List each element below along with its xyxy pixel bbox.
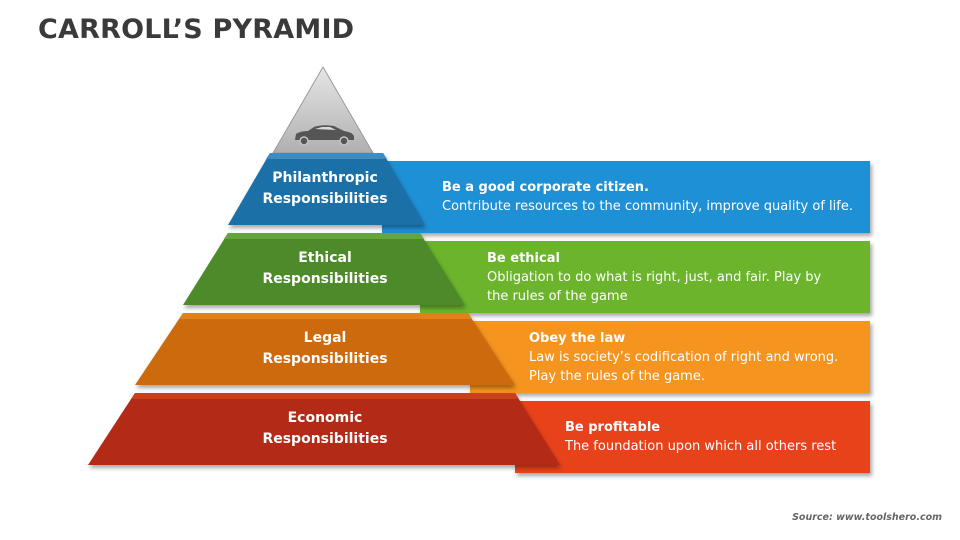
economic-label-line1: Economic (287, 410, 363, 426)
source-credit: Source: www.toolshero.com (792, 512, 942, 523)
legal-label-line1: Legal (303, 330, 347, 346)
legal-tier (135, 313, 515, 385)
economic-label-line2: Responsibilities (262, 431, 388, 447)
legal-description-line2: Play the rules of the game. (529, 368, 705, 384)
ethical-tier (183, 233, 465, 305)
ethical-label-line1: Ethical (298, 250, 352, 266)
legal-label-line2: Responsibilities (262, 351, 388, 367)
economic-label: Economic Responsibilities (205, 408, 445, 450)
philanthropic-tier (228, 153, 425, 225)
legal-band: Obey the law Law is society’s codificati… (470, 321, 870, 393)
economic-description: The foundation upon which all others res… (565, 439, 837, 454)
economic-tier (88, 393, 560, 465)
ethical-description-line2: the rules of the game (487, 288, 628, 304)
ethical-label: Ethical Responsibilities (205, 248, 445, 290)
page-title: CARROLL’S PYRAMID (38, 14, 355, 45)
legal-heading: Obey the law (529, 330, 626, 346)
legal-description-line1: Law is society’s codification of right a… (529, 349, 839, 365)
economic-band: Be profitable The foundation upon which … (515, 401, 870, 473)
ethical-label-line2: Responsibilities (262, 271, 388, 287)
ethical-heading: Be ethical (487, 250, 560, 266)
philanthropic-label: Philanthropic Responsibilities (205, 168, 445, 210)
philanthropic-description: Contribute resources to the community, i… (442, 199, 853, 214)
ethical-description-line1: Obligation to do what is right, just, an… (487, 269, 822, 285)
ethical-band: Be ethical Obligation to do what is righ… (420, 241, 870, 313)
economic-heading: Be profitable (565, 420, 661, 435)
car-icon (295, 125, 354, 146)
philanthropic-heading: Be a good corporate citizen. (442, 180, 649, 195)
pyramid-apex (272, 66, 374, 154)
philanthropic-band: Be a good corporate citizen. Contribute … (382, 161, 870, 233)
philanthropic-label-line1: Philanthropic (272, 170, 378, 186)
legal-label: Legal Responsibilities (205, 328, 445, 370)
philanthropic-label-line2: Responsibilities (262, 191, 388, 207)
